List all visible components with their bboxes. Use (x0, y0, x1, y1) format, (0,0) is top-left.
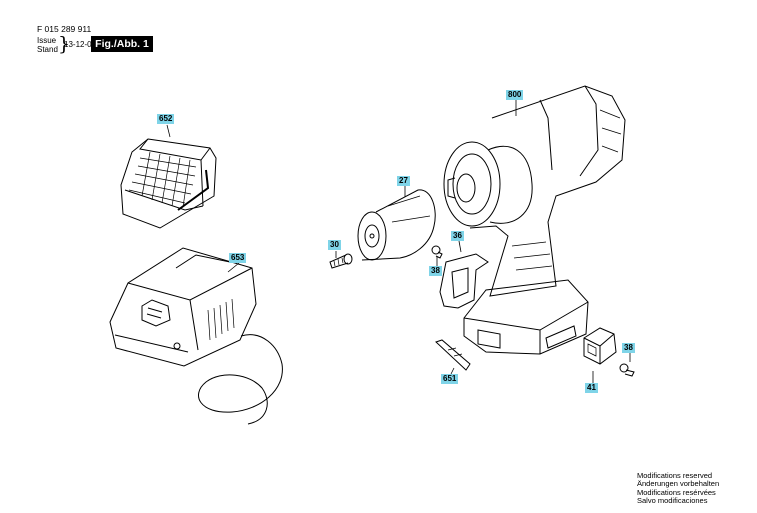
stand-label: Stand (37, 45, 58, 54)
document-number: F 015 289 911 (37, 24, 92, 34)
modifications-notes: Modifications reserved Änderungen vorbeh… (637, 471, 720, 506)
screw-30-drawing (329, 253, 353, 269)
chuck-drawing (357, 189, 436, 261)
callout-41: 41 (585, 383, 598, 393)
note-line: Änderungen vorbehalten (637, 479, 720, 489)
callout-30: 30 (328, 240, 341, 250)
callout-651: 651 (441, 374, 459, 384)
battery-pack-drawing (120, 138, 217, 229)
note-line: Modifications reserved (637, 471, 713, 480)
note-line: Salvo modificaciones (637, 496, 708, 506)
belt-clip-drawing (439, 253, 489, 309)
screw-38-upper-drawing (431, 245, 443, 259)
charger-drawing (109, 247, 283, 425)
bit-holder-drawing (583, 327, 617, 365)
callout-38-lower: 38 (622, 343, 635, 353)
issue-label: Issue (37, 36, 57, 45)
callout-38-upper: 38 (429, 266, 442, 276)
callout-800: 800 (506, 90, 524, 100)
leader-lines (166, 100, 631, 383)
issue-brace: } (58, 33, 71, 55)
screw-38-lower-drawing (619, 363, 635, 377)
screwdriver-bit-drawing (435, 339, 471, 371)
callout-27: 27 (397, 176, 410, 186)
figure-badge: Fig./Abb. 1 (91, 36, 153, 52)
callout-653: 653 (229, 253, 247, 263)
callout-36: 36 (451, 231, 464, 241)
callout-652: 652 (157, 114, 175, 124)
drill-body-drawing (443, 85, 626, 355)
issue-date: 13-12-03 (64, 40, 97, 49)
note-line: Modifications resérvées (637, 487, 716, 497)
